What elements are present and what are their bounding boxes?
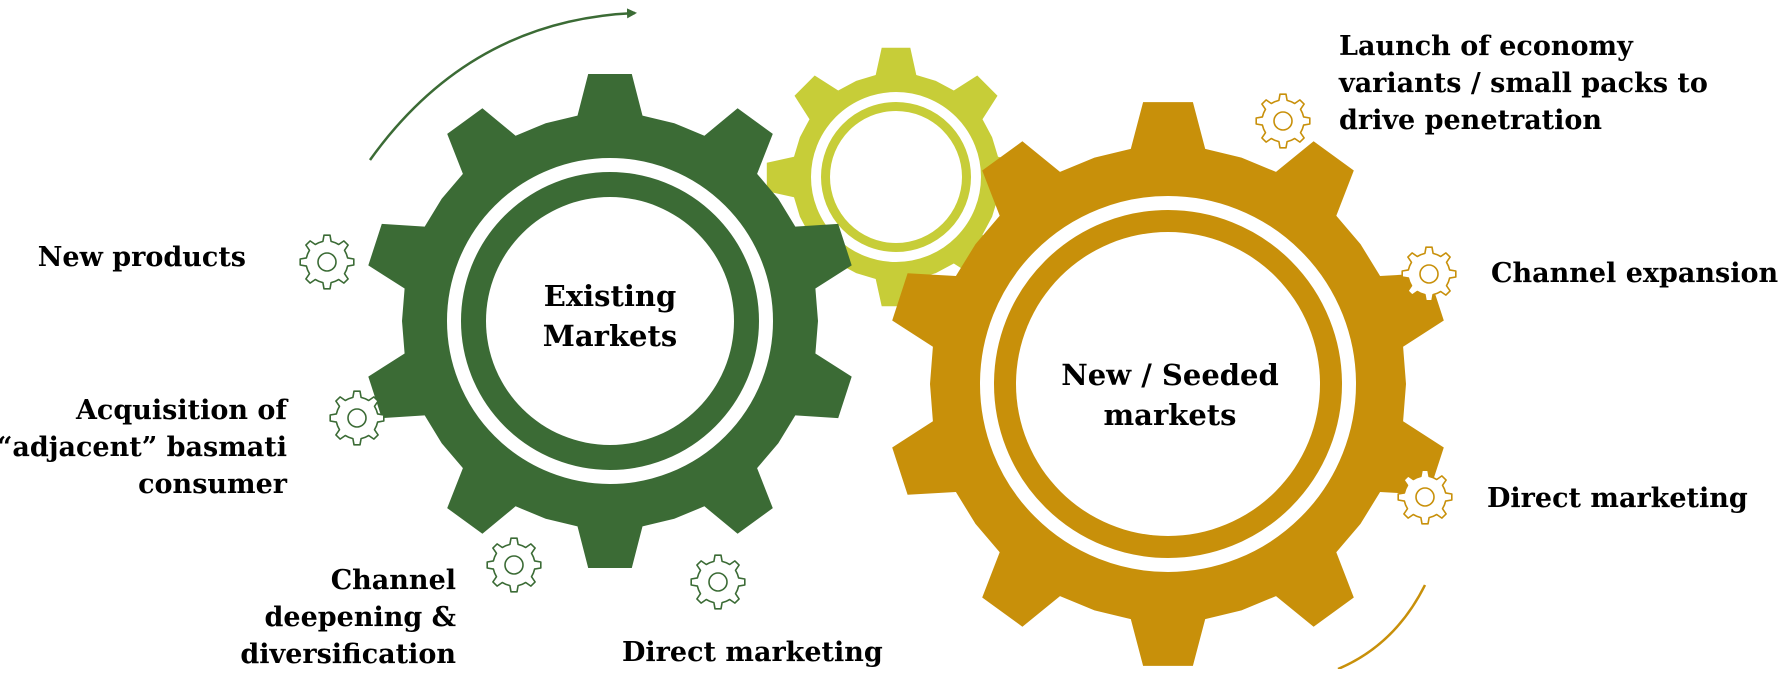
gear-ring	[447, 158, 773, 484]
initiative-line: “adjacent” basmati	[0, 432, 287, 463]
gear-hub	[1016, 232, 1320, 536]
existing-initiative-acquisition: Acquisition of “adjacent” basmati consum…	[0, 392, 287, 503]
initiative-line: Direct marketing	[622, 637, 883, 668]
initiative-line: deepening &	[264, 602, 456, 633]
new-markets-title: New / Seeded markets	[1030, 355, 1310, 435]
initiative-line: diversification	[240, 639, 456, 670]
gear-outline-icon	[299, 234, 355, 290]
gear-outline-icon	[690, 554, 746, 610]
gear-hub	[486, 197, 734, 445]
gear-ring	[811, 92, 981, 262]
existing-title-line1: Existing	[543, 279, 677, 313]
initiative-line: Direct marketing	[1487, 483, 1748, 514]
new-markets-gear	[892, 102, 1444, 666]
gear-outline-icon	[1401, 246, 1457, 302]
existing-markets-title: Existing Markets	[510, 276, 710, 356]
new-initiative-channel-expansion: Channel expansion	[1491, 255, 1778, 292]
gear-outline-icon	[329, 390, 385, 446]
initiative-line: Channel	[330, 565, 456, 596]
existing-markets-gear	[368, 74, 852, 568]
rotation-arrow-green	[368, 8, 637, 161]
initiative-line: Acquisition of	[75, 395, 287, 426]
existing-title-line2: Markets	[542, 319, 678, 353]
initiative-line: Launch of economy	[1339, 31, 1633, 62]
new-initiative-economy-variants: Launch of economy variants / small packs…	[1339, 28, 1708, 139]
initiative-line: New products	[37, 242, 246, 273]
new-title-line1: New / Seeded	[1061, 358, 1279, 392]
existing-initiative-direct-marketing: Direct marketing	[622, 634, 883, 671]
initiative-icons	[299, 93, 1457, 610]
new-title-line2: markets	[1103, 398, 1237, 432]
initiative-line: Channel expansion	[1491, 258, 1779, 289]
initiative-line: variants / small packs to	[1339, 68, 1708, 99]
gear-outline-icon	[1255, 93, 1311, 149]
rotation-arc-orange	[1337, 584, 1427, 669]
initiative-line: drive penetration	[1339, 105, 1603, 136]
gear-outline-icon	[1397, 469, 1453, 525]
new-initiative-direct-marketing: Direct marketing	[1487, 480, 1748, 517]
existing-initiative-new-products: New products	[38, 239, 246, 276]
gear-hub	[830, 111, 962, 243]
existing-initiative-channel-deepening: Channel deepening & diversification	[240, 562, 456, 673]
gear-ring	[980, 196, 1356, 572]
gear-outline-icon	[486, 537, 542, 593]
initiative-line: consumer	[138, 469, 287, 500]
